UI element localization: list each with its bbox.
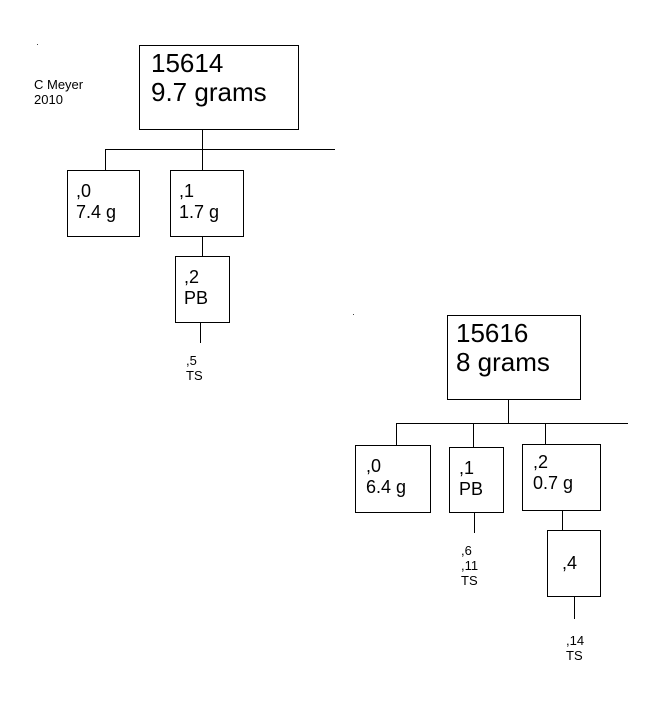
- root-id: 15614: [151, 48, 224, 78]
- node-id: ,2: [533, 452, 549, 472]
- child-node: ,2 PB: [175, 256, 230, 323]
- leaf-label: ,5 TS: [186, 353, 203, 383]
- leaf-label: ,14 TS: [566, 633, 584, 663]
- node-detail: 1.7 g: [179, 202, 220, 222]
- leaf-line: TS: [461, 573, 478, 588]
- node-detail: PB: [184, 288, 209, 308]
- credit: C Meyer 2010: [34, 77, 83, 107]
- connector: [105, 149, 335, 150]
- node-id: ,0: [76, 181, 92, 201]
- leaf-line: ,14: [566, 633, 585, 648]
- node-id: ,2: [184, 267, 200, 287]
- root-id: 15616: [456, 318, 529, 348]
- connector: [574, 597, 575, 619]
- credit-author: C Meyer: [34, 77, 84, 92]
- child-node: ,1 PB: [449, 447, 504, 513]
- node-id: ,1: [179, 181, 195, 201]
- stray-dot: [37, 44, 38, 45]
- connector: [508, 400, 509, 423]
- connector: [202, 149, 203, 170]
- connector: [396, 423, 397, 445]
- root-weight: 9.7 grams: [151, 77, 267, 107]
- connector: [545, 423, 546, 444]
- node-detail: PB: [459, 479, 484, 499]
- connector: [474, 513, 475, 533]
- node-detail: 0.7 g: [533, 473, 574, 493]
- child-node: ,1 1.7 g: [170, 170, 244, 237]
- leaf-line: TS: [566, 648, 583, 663]
- connector: [202, 237, 203, 256]
- child-node: ,0 7.4 g: [67, 170, 140, 237]
- node-id: ,4: [562, 553, 578, 573]
- leaf-line: ,5: [186, 353, 197, 368]
- node-id: ,0: [366, 456, 382, 476]
- root-node: 15616 8 grams: [447, 315, 581, 400]
- stray-dot: [353, 314, 354, 315]
- connector: [473, 423, 474, 447]
- root-node: 15614 9.7 grams: [139, 45, 299, 130]
- connector: [200, 323, 201, 343]
- connector: [202, 130, 203, 149]
- node-detail: 6.4 g: [366, 477, 407, 497]
- leaf-line: TS: [186, 368, 203, 383]
- child-node: ,2 0.7 g: [522, 444, 601, 511]
- connector: [105, 149, 106, 170]
- node-id: ,1: [459, 458, 475, 478]
- connector: [396, 423, 628, 424]
- child-node: ,0 6.4 g: [355, 445, 431, 513]
- connector: [562, 511, 563, 530]
- node-detail: 7.4 g: [76, 202, 117, 222]
- leaf-line: ,11: [461, 558, 479, 573]
- leaf-line: ,6: [461, 543, 472, 558]
- credit-year: 2010: [34, 92, 63, 107]
- root-weight: 8 grams: [456, 347, 550, 377]
- leaf-label: ,6 ,11 TS: [461, 543, 478, 588]
- child-node: ,4: [547, 530, 601, 597]
